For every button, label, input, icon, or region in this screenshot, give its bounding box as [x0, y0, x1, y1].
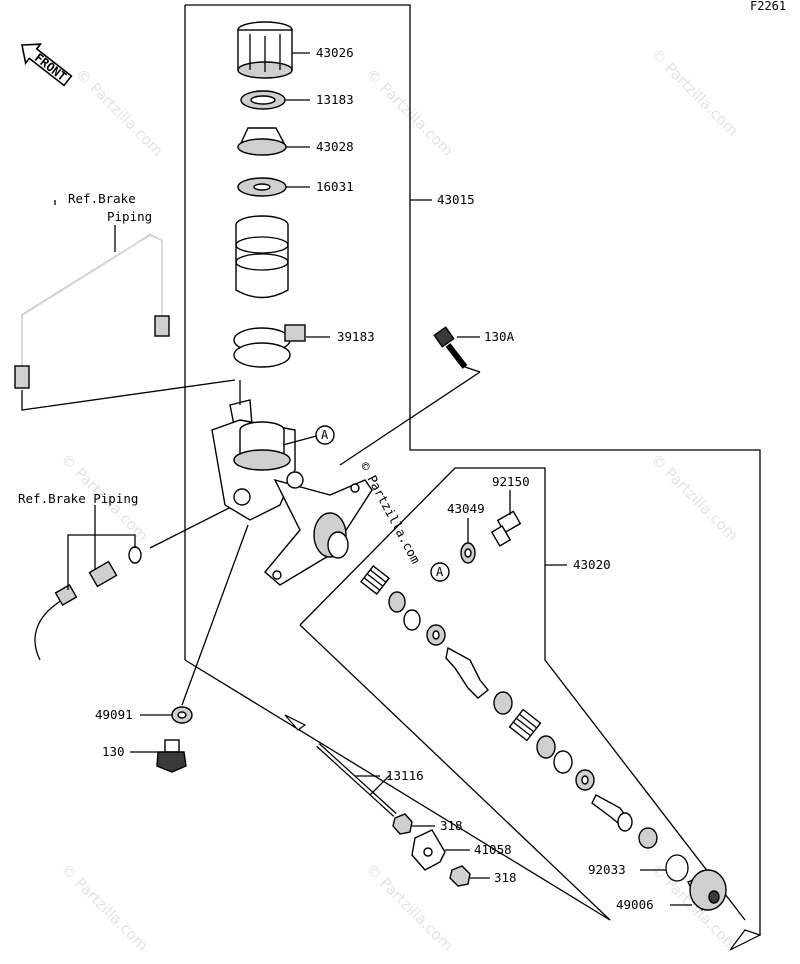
- front-label: FRONT: [32, 51, 69, 84]
- reservoir-body: [235, 215, 289, 299]
- label-130: 130: [102, 744, 125, 759]
- boot-49006: [687, 869, 727, 912]
- label-43049: 43049: [447, 501, 485, 516]
- label-13116: 13116: [386, 768, 424, 783]
- watermark: © Partzilla.com: [647, 860, 742, 955]
- circlip-92033: [665, 854, 689, 882]
- arrow-tip-pushrod: [284, 714, 307, 731]
- callout-a-bottom: [430, 562, 450, 582]
- label-43020: 43020: [573, 557, 611, 572]
- label-49006: 49006: [616, 897, 654, 912]
- seal-16031: [237, 177, 287, 197]
- label-318-lower: 318: [494, 870, 517, 885]
- nut-318a: [392, 813, 413, 835]
- watermark: © Partzilla.com: [72, 65, 167, 160]
- clevis-41058: [411, 829, 446, 871]
- leader-a-top: [282, 434, 321, 446]
- watermark: © Partzilla.com: [362, 860, 457, 955]
- watermark: © Partzilla.com: [57, 860, 152, 955]
- label-49091: 49091: [95, 707, 133, 722]
- ref-brake-top-line1: Ref.Brake: [68, 191, 136, 206]
- label-92033: 92033: [588, 862, 626, 877]
- arrow-tip-right: [729, 929, 762, 951]
- master-cylinder-body: [211, 399, 373, 586]
- internal-parts: [359, 564, 658, 849]
- washer-43049: [460, 542, 476, 564]
- brake-piping-top: [14, 200, 236, 411]
- callout-a-top: [315, 425, 335, 445]
- nut-318b: [449, 865, 471, 887]
- washer-49091: [171, 706, 193, 724]
- label-43028: 43028: [316, 139, 354, 154]
- figure-code: F2261: [750, 0, 786, 13]
- bracket-43020-diag: [299, 624, 611, 921]
- ref-brake-left-label: Ref.Brake Piping: [18, 491, 138, 506]
- label-92150: 92150: [492, 474, 530, 489]
- label-41058: 41058: [474, 842, 512, 857]
- brake-piping-left: [34, 504, 236, 661]
- callout-a-top-letter: A: [321, 428, 329, 442]
- bolt-130A: [433, 326, 481, 373]
- diaphragm-43028: [237, 127, 287, 156]
- ref-brake-top-line2: Piping: [107, 209, 152, 224]
- label-130A: 130A: [484, 329, 515, 344]
- label-43026: 43026: [316, 45, 354, 60]
- reservoir-cap-43026: [237, 21, 293, 79]
- label-318-upper: 318: [440, 818, 463, 833]
- front-arrow: FRONT: [21, 43, 73, 87]
- part-labels: 43026 13183 43028 16031 43015 39183 130A…: [95, 45, 654, 912]
- bleeder-92150: [490, 510, 522, 547]
- leader-130a-body: [339, 371, 481, 466]
- bracket-43020: [299, 467, 746, 921]
- leader-lines: [130, 52, 692, 906]
- callout-a-bottom-letter: A: [436, 565, 444, 579]
- label-16031: 16031: [316, 179, 354, 194]
- watermark: © Partzilla.com: [647, 450, 742, 545]
- label-13183: 13183: [316, 92, 354, 107]
- copyright-mark: © Partzilla.com: [357, 459, 423, 566]
- leader-49091-body: [181, 524, 249, 706]
- bolt-130: [156, 739, 187, 773]
- bracket-43015-diag: [184, 659, 611, 921]
- watermark: © Partzilla.com: [647, 45, 742, 140]
- bracket-43015: [185, 4, 761, 935]
- plate-13183: [240, 90, 286, 110]
- clamp-39183: [233, 324, 306, 368]
- label-39183: 39183: [337, 329, 375, 344]
- label-43015: 43015: [437, 192, 475, 207]
